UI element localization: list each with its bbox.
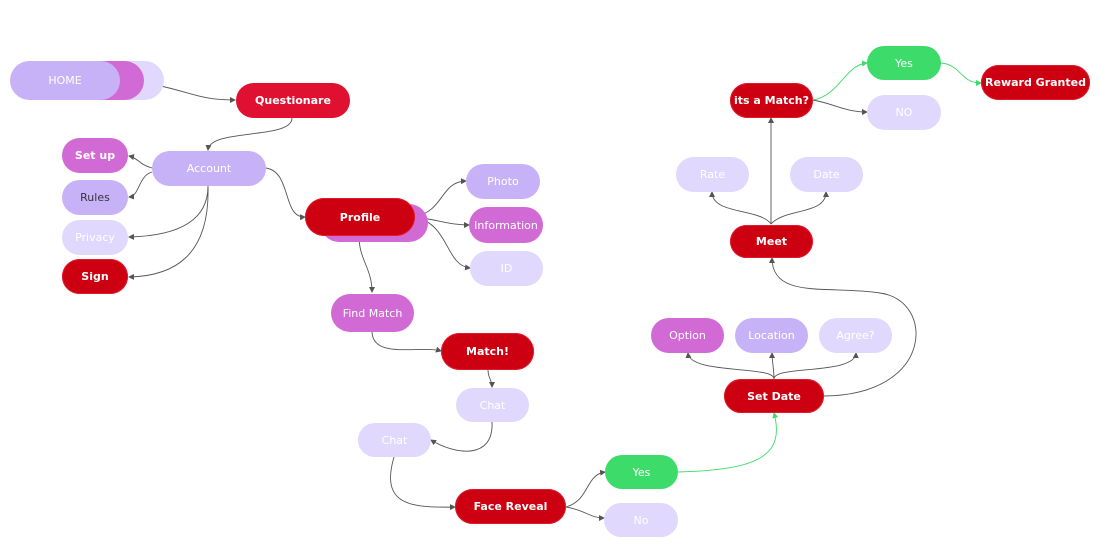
edge-meet-date (770, 191, 829, 225)
node-yes-2[interactable]: Yes (867, 46, 941, 80)
edge-itsamatch-yes (812, 60, 868, 101)
node-rate[interactable]: Rate (676, 157, 749, 192)
edge-questionare-account (205, 117, 293, 151)
node-no-2[interactable]: NO (867, 95, 941, 130)
node-chat-2[interactable]: Chat (358, 423, 431, 457)
node-face-reveal[interactable]: Face Reveal (455, 489, 566, 524)
node-reward-granted[interactable]: Reward Granted (981, 65, 1090, 100)
node-no-1[interactable]: No (604, 503, 678, 537)
node-information[interactable]: Information (469, 207, 543, 243)
node-set-date[interactable]: Set Date (724, 379, 824, 413)
node-find-match[interactable]: Find Match (331, 294, 414, 332)
edge-facereveal-yes (565, 469, 606, 508)
edge-setdate-option (685, 352, 775, 380)
edge-findmatch-match (371, 330, 442, 353)
node-id[interactable]: ID (470, 251, 543, 286)
node-set-up[interactable]: Set up (62, 138, 128, 173)
edge-chat1-chat2 (430, 421, 493, 452)
node-meet[interactable]: Meet (730, 225, 813, 258)
node-location[interactable]: Location (735, 318, 808, 353)
edge-profile-findmatch (358, 235, 375, 293)
edge-setdate-meet (769, 257, 917, 397)
node-photo[interactable]: Photo (466, 164, 540, 199)
node-questionare[interactable]: Questionare (236, 83, 350, 118)
node-date[interactable]: Date (790, 157, 863, 192)
edge-meet-rate (709, 191, 772, 225)
edge-account-rules (128, 171, 153, 200)
node-its-a-match[interactable]: its a Match? (730, 83, 813, 118)
node-home[interactable]: HOME (10, 61, 120, 100)
node-yes-1[interactable]: Yes (605, 455, 678, 489)
edge-facereveal-no (565, 506, 605, 521)
node-profile[interactable]: Profile (305, 198, 415, 236)
edge-setdate-agree (773, 352, 859, 380)
node-option[interactable]: Option (651, 318, 724, 353)
node-chat-1[interactable]: Chat (456, 388, 529, 422)
node-rules[interactable]: Rules (62, 180, 128, 215)
edge-chat2-facereveal (390, 456, 456, 511)
edge-setdate-location (769, 352, 776, 380)
edge-account-profile (265, 167, 306, 221)
edge-account-privacy (128, 185, 209, 240)
node-account[interactable]: Account (152, 151, 266, 186)
node-match[interactable]: Match! (441, 333, 534, 370)
node-agree[interactable]: Agree? (819, 318, 892, 353)
edge-match-chat1 (487, 369, 495, 388)
node-sign[interactable]: Sign (62, 259, 128, 294)
edge-account-setup (128, 154, 153, 169)
edge-yes-reward (940, 62, 982, 86)
edge-itsamatch-no (812, 99, 868, 115)
node-privacy[interactable]: Privacy (62, 220, 128, 255)
edge-account-sign (128, 185, 209, 280)
edge-yes-setdate (677, 412, 779, 473)
